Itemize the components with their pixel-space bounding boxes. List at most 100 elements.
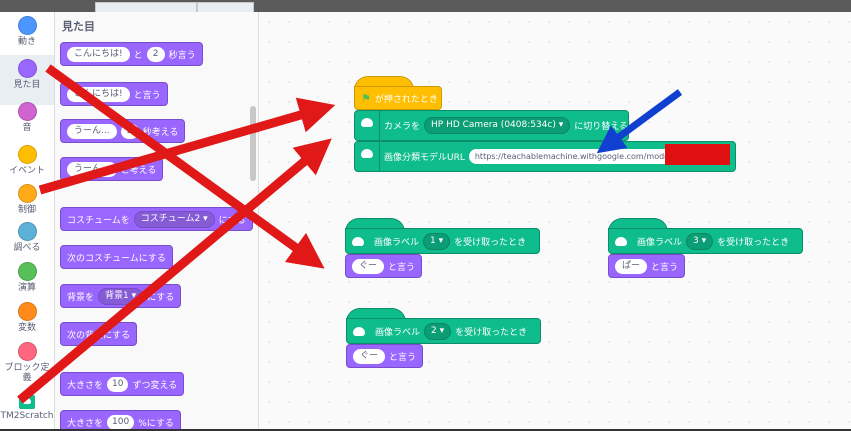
tm2scratch-icon — [357, 142, 380, 171]
category-menu: 動き 見た目 音 イベント 制御 調べる 演算 変数 — [0, 12, 55, 431]
say-block[interactable]: ぐー と言う — [346, 344, 424, 368]
next-costume-block[interactable]: 次のコスチュームにする — [60, 245, 173, 269]
message-input[interactable]: うーん... — [67, 161, 117, 177]
dropdown-value: 1 — [430, 235, 436, 246]
category-label: 見た目 — [13, 80, 41, 90]
seconds-input[interactable]: 2 — [146, 46, 165, 62]
category-sound[interactable]: 音 — [0, 98, 54, 148]
dropdown-value: 背景1 — [105, 290, 129, 301]
category-motion[interactable]: 動き — [0, 12, 54, 62]
message-input[interactable]: ぱー — [615, 258, 648, 274]
switch-backdrop-block[interactable]: 背景を 背景1 ▾ にする — [60, 284, 182, 308]
block-text: 画像ラベル — [637, 237, 683, 248]
category-looks[interactable]: 見た目 — [0, 55, 54, 105]
block-text: ずつ変える — [132, 380, 178, 391]
tab[interactable] — [95, 2, 197, 13]
category-my-blocks[interactable]: ブロック定義 — [0, 338, 54, 384]
block-palette: 見た目 こんにちは! と 2 秒言う こんにちは! と言う うーん... 2 秒… — [55, 12, 259, 431]
next-backdrop-block[interactable]: 次の背景にする — [60, 322, 138, 346]
message-input[interactable]: うーん... — [67, 123, 117, 139]
size-input[interactable]: 100 — [107, 414, 135, 430]
looks-dot-icon — [17, 59, 37, 78]
block-text: 大きさを — [67, 380, 104, 391]
block-text: 画像分類モデルURL — [384, 153, 465, 163]
block-text: カメラを — [384, 122, 421, 132]
when-label-received-block[interactable]: 画像ラベル 2 ▾ を受け取ったとき — [346, 318, 541, 344]
costume-dropdown[interactable]: コスチューム2 ▾ — [133, 210, 215, 228]
when-label-received-block[interactable]: 画像ラベル 1 ▾ を受け取ったとき — [345, 228, 540, 254]
motion-dot-icon — [17, 16, 37, 35]
message-input[interactable]: ぐー — [353, 348, 386, 364]
block-text: と — [133, 50, 143, 61]
label-dropdown[interactable]: 3 ▾ — [686, 232, 714, 250]
think-block[interactable]: うーん... と考える — [60, 157, 164, 181]
think-for-secs-block[interactable]: うーん... 2 秒考える — [60, 119, 186, 143]
block-text: 次のコスチュームにする — [67, 253, 166, 264]
tab[interactable] — [197, 2, 254, 13]
tm2scratch-icon — [611, 230, 633, 252]
say-block[interactable]: こんにちは! と言う — [60, 82, 168, 106]
tm2scratch-icon — [349, 320, 371, 342]
block-text: と言う — [133, 90, 161, 101]
category-label: 変数 — [17, 323, 36, 333]
palette-section-title: 見た目 — [62, 20, 95, 33]
category-label: TM2Scratch — [0, 411, 54, 421]
block-text: 秒言う — [168, 50, 196, 61]
block-text: を受け取ったとき — [455, 327, 528, 338]
window-bottom-edge — [0, 429, 851, 431]
seconds-input[interactable]: 2 — [120, 123, 139, 139]
when-flag-clicked-block[interactable]: ⚑ が押されたとき — [354, 86, 442, 110]
block-text: に切り替える — [574, 122, 629, 132]
category-label: 動き — [17, 37, 36, 47]
block-text: と言う — [651, 262, 679, 273]
camera-dropdown[interactable]: HP HD Camera (0408:534c) ▾ — [424, 117, 571, 134]
category-label: イベント — [8, 166, 45, 176]
change-size-block[interactable]: 大きさを 10 ずつ変える — [60, 372, 185, 396]
operators-dot-icon — [17, 262, 37, 281]
say-block[interactable]: ぐー と言う — [345, 254, 423, 278]
category-label: ブロック定義 — [4, 363, 50, 383]
events-dot-icon — [17, 145, 37, 164]
block-text: 画像ラベル — [375, 327, 421, 338]
backdrop-dropdown[interactable]: 背景1 ▾ — [98, 287, 144, 305]
message-input[interactable]: こんにちは! — [67, 86, 130, 102]
redaction-box — [665, 144, 730, 165]
message-input[interactable]: ぐー — [352, 258, 385, 274]
block-text: にする — [218, 215, 246, 226]
category-label: 制御 — [17, 205, 36, 215]
green-flag-icon: ⚑ — [361, 91, 371, 105]
model-url-input[interactable]: https://teachablemachine.withgoogle.com/… — [468, 149, 729, 164]
label-dropdown[interactable]: 2 ▾ — [424, 322, 452, 340]
switch-costume-block[interactable]: コスチュームを コスチューム2 ▾ にする — [60, 207, 253, 231]
block-text: が押されたとき — [374, 94, 438, 105]
block-text: コスチュームを — [67, 215, 130, 226]
variables-dot-icon — [17, 302, 37, 321]
set-size-block[interactable]: 大きさを 100 %にする — [60, 410, 181, 431]
message-input[interactable]: こんにちは! — [67, 46, 130, 62]
category-label: 調べる — [13, 243, 41, 253]
block-text: 背景を — [67, 292, 95, 303]
category-tm2scratch[interactable]: TM2Scratch — [0, 390, 54, 431]
when-label-received-block[interactable]: 画像ラベル 3 ▾ を受け取ったとき — [608, 228, 803, 254]
dropdown-value: コスチューム2 — [140, 213, 201, 224]
control-dot-icon — [17, 184, 37, 203]
block-text: 大きさを — [67, 418, 104, 429]
palette-scrollbar[interactable] — [250, 106, 256, 181]
dropdown-value: 3 — [693, 235, 699, 246]
size-change-input[interactable]: 10 — [107, 376, 129, 392]
tm2scratch-icon — [348, 230, 370, 252]
block-text: 画像ラベル — [374, 237, 420, 248]
block-text: を受け取ったとき — [717, 237, 790, 248]
dropdown-value: 2 — [431, 325, 437, 336]
block-text: と言う — [388, 262, 416, 273]
label-dropdown[interactable]: 1 ▾ — [423, 232, 451, 250]
switch-camera-block[interactable]: カメラを HP HD Camera (0408:534c) ▾ に切り替える — [354, 110, 629, 141]
category-label: 演算 — [17, 283, 36, 293]
block-text: 秒考える — [142, 127, 179, 138]
sound-dot-icon — [17, 102, 37, 121]
block-text: %にする — [138, 418, 174, 429]
tm2scratch-icon — [19, 395, 35, 409]
say-block[interactable]: ぱー と言う — [608, 254, 686, 278]
say-for-secs-block[interactable]: こんにちは! と 2 秒言う — [60, 42, 203, 66]
